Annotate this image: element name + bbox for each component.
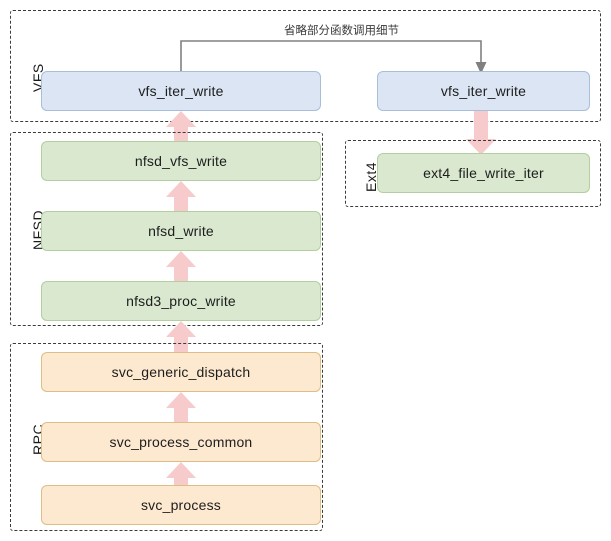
node-label: vfs_iter_write [440,83,527,99]
node-svc-process[interactable]: svc_process [41,485,321,525]
node-label: ext4_file_write_iter [423,165,544,181]
omitted-detail-note: 省略部分函数调用细节 [284,23,399,37]
node-nfsd3-proc-write[interactable]: nfsd3_proc_write [41,281,321,321]
group-rpc [10,343,323,531]
node-label: svc_process_common [109,434,253,450]
node-nfsd-vfs-write[interactable]: nfsd_vfs_write [41,141,321,181]
node-vfs-iter-write-right[interactable]: vfs_iter_write [377,71,590,111]
group-ext4 [345,140,601,207]
node-vfs-iter-write-left[interactable]: vfs_iter_write [41,71,321,111]
node-svc-process-common[interactable]: svc_process_common [41,422,321,462]
node-ext4-file-write-iter[interactable]: ext4_file_write_iter [377,153,590,193]
connector-vfs-left-to-right [180,40,487,74]
arrow-vfs-iter-write-to-ext4-file-write-iter [466,111,496,155]
node-label: nfsd_write [148,223,214,239]
node-label: svc_process [140,497,221,513]
arrow-nfsd-write-to-nfsd-vfs-write [166,181,196,211]
arrow-svc-generic-dispatch-to-nfsd3-proc-write [166,321,196,353]
arrow-nfsd-vfs-write-to-vfs-iter-write [166,111,196,143]
arrow-nfsd3-proc-write-to-nfsd-write [166,251,196,281]
node-label: vfs_iter_write [138,83,224,99]
node-svc-generic-dispatch[interactable]: svc_generic_dispatch [41,352,321,392]
group-vfs [10,10,601,122]
node-label: nfsd_vfs_write [134,153,228,169]
node-nfsd-write[interactable]: nfsd_write [41,211,321,251]
node-label: svc_generic_dispatch [111,364,251,380]
arrow-svc-process-common-to-svc-generic-dispatch [166,392,196,422]
node-label: nfsd3_proc_write [126,293,236,309]
group-nfsd [10,132,323,326]
arrow-svc-process-to-svc-process-common [166,462,196,492]
